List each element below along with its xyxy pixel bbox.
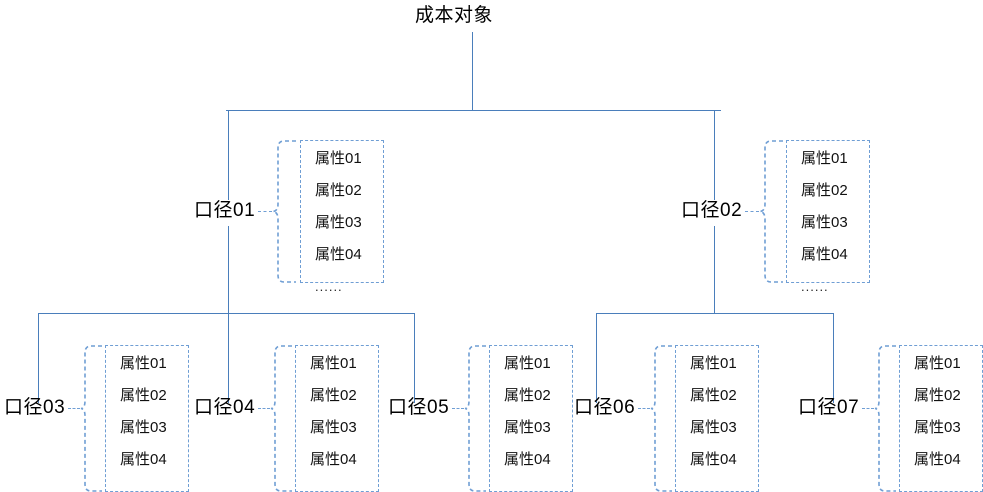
stub-kj01-to-attrs — [258, 211, 272, 212]
connector-to-kj07 — [833, 313, 834, 403]
node-kj01[interactable]: 口径01 — [194, 200, 256, 221]
connector-to-kj03 — [38, 313, 39, 403]
node-kj02[interactable]: 口径02 — [681, 200, 743, 221]
stub-kj07-to-attrs — [862, 408, 874, 409]
stub-kj05-to-attrs — [452, 408, 464, 409]
stub-kj06-to-attrs — [638, 408, 650, 409]
connector-to-kj05 — [414, 313, 415, 403]
attr-item-more: ...... — [315, 279, 343, 294]
attr-item: 属性04 — [120, 451, 167, 468]
attr-item: 属性01 — [690, 355, 737, 372]
attr-box-kj06: 属性01 属性02 属性03 属性04 ...... — [675, 345, 759, 492]
attr-item-more: ...... — [914, 484, 942, 492]
attr-item: 属性03 — [914, 419, 961, 436]
attr-item: 属性01 — [914, 355, 961, 372]
brace-kj05 — [464, 345, 488, 492]
attr-item-more: ...... — [801, 279, 829, 294]
attr-item: 属性02 — [504, 387, 551, 404]
attr-item: 属性01 — [801, 150, 848, 167]
connector-level1-bar — [226, 110, 721, 111]
attr-item: 属性04 — [315, 246, 362, 263]
attr-box-kj01: 属性01 属性02 属性03 属性04 ...... — [300, 140, 384, 294]
brace-kj06 — [650, 345, 674, 492]
attr-item: 属性04 — [504, 451, 551, 468]
stub-kj02-to-attrs — [745, 211, 759, 212]
connector-to-kj01 — [228, 110, 229, 200]
attr-item: 属性01 — [120, 355, 167, 372]
attr-item-more: ...... — [504, 484, 532, 492]
brace-kj04 — [270, 345, 294, 492]
attr-item: 属性04 — [310, 451, 357, 468]
attr-item: 属性02 — [914, 387, 961, 404]
attr-item: 属性03 — [310, 419, 357, 436]
connector-to-kj04 — [228, 313, 229, 403]
attr-item: 属性01 — [504, 355, 551, 372]
stub-kj03-to-attrs — [68, 408, 80, 409]
connector-root-stem — [472, 32, 473, 110]
node-kj06[interactable]: 口径06 — [574, 397, 636, 418]
attr-item: 属性03 — [801, 214, 848, 231]
attr-item-more: ...... — [120, 484, 148, 492]
attr-item: 属性01 — [310, 355, 357, 372]
attr-item-more: ...... — [690, 484, 718, 492]
attr-item: 属性04 — [801, 246, 848, 263]
attr-box-kj03: 属性01 属性02 属性03 属性04 ...... — [105, 345, 189, 492]
attr-item: 属性02 — [315, 182, 362, 199]
brace-kj01 — [272, 140, 298, 283]
connector-left-group-bar — [38, 313, 415, 314]
attr-item: 属性03 — [504, 419, 551, 436]
stub-kj04-to-attrs — [258, 408, 270, 409]
attr-item: 属性03 — [120, 419, 167, 436]
node-root-cost-object[interactable]: 成本对象 — [415, 5, 494, 26]
attr-box-kj07: 属性01 属性02 属性03 属性04 ...... — [899, 345, 983, 492]
node-kj05[interactable]: 口径05 — [388, 397, 450, 418]
attr-item: 属性04 — [690, 451, 737, 468]
attr-item-more: ...... — [310, 484, 338, 492]
attr-box-kj02: 属性01 属性02 属性03 属性04 ...... — [786, 140, 870, 294]
attr-item: 属性03 — [315, 214, 362, 231]
attr-box-kj05: 属性01 属性02 属性03 属性04 ...... — [489, 345, 573, 492]
brace-kj07 — [874, 345, 898, 492]
attr-item: 属性01 — [315, 150, 362, 167]
attr-item: 属性03 — [690, 419, 737, 436]
connector-to-kj06 — [596, 313, 597, 403]
connector-to-kj02 — [714, 110, 715, 200]
connector-right-group-bar — [596, 313, 834, 314]
node-kj03[interactable]: 口径03 — [4, 397, 66, 418]
attr-item: 属性02 — [690, 387, 737, 404]
connector-kj01-stem-down — [228, 226, 229, 314]
brace-kj02 — [759, 140, 785, 283]
node-kj07[interactable]: 口径07 — [798, 397, 860, 418]
brace-kj03 — [80, 345, 104, 492]
attr-item: 属性02 — [310, 387, 357, 404]
attr-item: 属性04 — [914, 451, 961, 468]
attr-item: 属性02 — [120, 387, 167, 404]
connector-kj02-stem-down — [714, 226, 715, 314]
node-kj04[interactable]: 口径04 — [194, 397, 256, 418]
attr-box-kj04: 属性01 属性02 属性03 属性04 ...... — [295, 345, 379, 492]
attr-item: 属性02 — [801, 182, 848, 199]
